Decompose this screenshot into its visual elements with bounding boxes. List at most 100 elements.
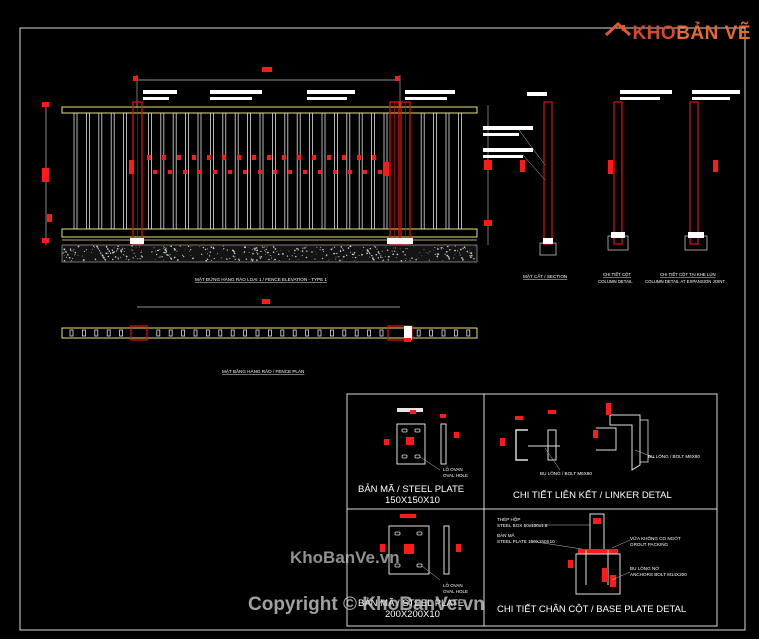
gravel-dot	[156, 249, 159, 252]
gravel-dot	[165, 247, 167, 249]
expansion-caption-1: CHI TIẾT CỘT TẠI KHE LÚN	[660, 272, 716, 277]
gravel-dot	[335, 256, 337, 258]
picket-marker	[333, 170, 337, 174]
plan-picket	[218, 329, 223, 337]
gravel-dot	[267, 251, 269, 254]
gravel-dot	[261, 245, 263, 247]
picket	[296, 112, 301, 230]
svg-text:BẢN MÃ: BẢN MÃ	[497, 532, 516, 538]
gravel-dot	[274, 248, 277, 250]
gravel-dot	[367, 250, 369, 252]
gravel-dot	[369, 253, 371, 255]
gravel-dot	[428, 259, 430, 261]
label-box	[210, 90, 262, 94]
picket	[147, 112, 152, 230]
gravel-dot	[74, 251, 77, 254]
gravel-dot	[434, 247, 436, 249]
svg-text:STEEL PLATE 150X150X10: STEEL PLATE 150X150X10	[497, 539, 555, 544]
gravel-dot	[120, 249, 122, 252]
gravel-dot	[256, 253, 259, 255]
plan-rail	[61, 327, 478, 339]
gravel-dot	[271, 257, 273, 259]
gravel-dot	[98, 248, 99, 250]
gravel-dot	[141, 255, 143, 258]
plan-picket	[416, 329, 421, 337]
picket	[222, 112, 227, 230]
svg-text:BU LÔNG / BOLT M6X80: BU LÔNG / BOLT M6X80	[648, 453, 700, 459]
gravel-dot	[405, 260, 406, 261]
plan-picket	[292, 329, 297, 337]
fence-elevation: MẶT ĐỨNG HÀNG RÀO LOẠI 1 / FENCE ELEVATI…	[42, 67, 492, 282]
picket-marker	[372, 155, 376, 160]
gravel-dot	[165, 251, 168, 253]
column-caption-1: CHI TIẾT CỘT	[603, 272, 631, 277]
gravel-dot	[301, 255, 303, 257]
logo-text: KHOBẢN VẼ	[632, 23, 751, 44]
plan-picket	[119, 329, 123, 337]
gravel-dot	[259, 256, 260, 258]
picket	[358, 112, 363, 230]
picket-marker	[228, 170, 232, 174]
picket	[284, 112, 289, 230]
gravel-dot	[165, 249, 167, 252]
picket	[123, 112, 127, 230]
gravel-dot	[250, 258, 253, 260]
gravel-dot	[141, 250, 142, 252]
gravel-dot	[473, 257, 475, 260]
gravel-dot	[134, 255, 136, 257]
expansion-caption-2: COLUMN DETAIL AT EXPANSION JOINT	[645, 279, 725, 284]
label-box	[143, 90, 177, 94]
gravel-dot	[104, 258, 107, 261]
gravel-dot	[436, 255, 439, 258]
gravel-dot	[384, 246, 386, 248]
gravel-dot	[475, 245, 476, 247]
svg-text:LỖ OVAN: LỖ OVAN	[443, 582, 463, 588]
gravel-dot	[413, 246, 415, 247]
plan-picket	[466, 329, 471, 337]
picket-marker	[363, 170, 367, 174]
gravel-dot	[158, 256, 160, 258]
picket	[110, 112, 115, 230]
section-column	[543, 101, 553, 245]
gravel-dot	[448, 257, 451, 260]
gravel-dot	[238, 259, 241, 261]
copyright-watermark: Copyright © KhoBanVe.vn	[248, 594, 485, 615]
gravel-dot	[377, 257, 380, 259]
gravel-dot	[174, 249, 176, 251]
gravel-dot	[74, 253, 76, 255]
gravel-dot	[163, 252, 165, 254]
gravel-dot	[98, 250, 101, 252]
gravel-dot	[368, 252, 370, 254]
plan-picket	[205, 329, 210, 337]
gravel-dot	[255, 259, 257, 261]
foundation-hatch	[62, 245, 476, 262]
svg-text:THÉP HỘP: THÉP HỘP	[497, 516, 520, 522]
gravel-dot	[421, 255, 423, 257]
gravel-dot	[466, 250, 469, 253]
gravel-dot	[427, 252, 429, 254]
gravel-dot	[366, 252, 368, 255]
gravel-dot	[400, 260, 403, 262]
plan-picket	[441, 329, 446, 337]
gravel-dot	[384, 255, 386, 257]
gravel-dot	[335, 258, 337, 260]
picket	[247, 112, 252, 230]
gravel-dot	[213, 257, 215, 260]
gravel-dot	[432, 249, 434, 251]
gravel-dot	[270, 254, 272, 256]
picket	[234, 112, 239, 230]
gravel-dot	[205, 259, 207, 262]
gravel-dot	[220, 257, 222, 259]
gravel-dot	[447, 256, 450, 258]
gravel-dot	[125, 258, 127, 260]
gravel-dot	[268, 258, 270, 261]
gravel-dot	[92, 248, 93, 250]
gravel-dot	[77, 245, 80, 248]
gravel-dot	[374, 246, 376, 248]
gravel-dot	[252, 252, 254, 255]
gravel-dot	[189, 248, 192, 251]
gravel-dot	[163, 259, 164, 261]
gravel-dot	[387, 255, 390, 258]
gravel-dot	[131, 245, 133, 247]
plan-picket	[429, 329, 434, 337]
